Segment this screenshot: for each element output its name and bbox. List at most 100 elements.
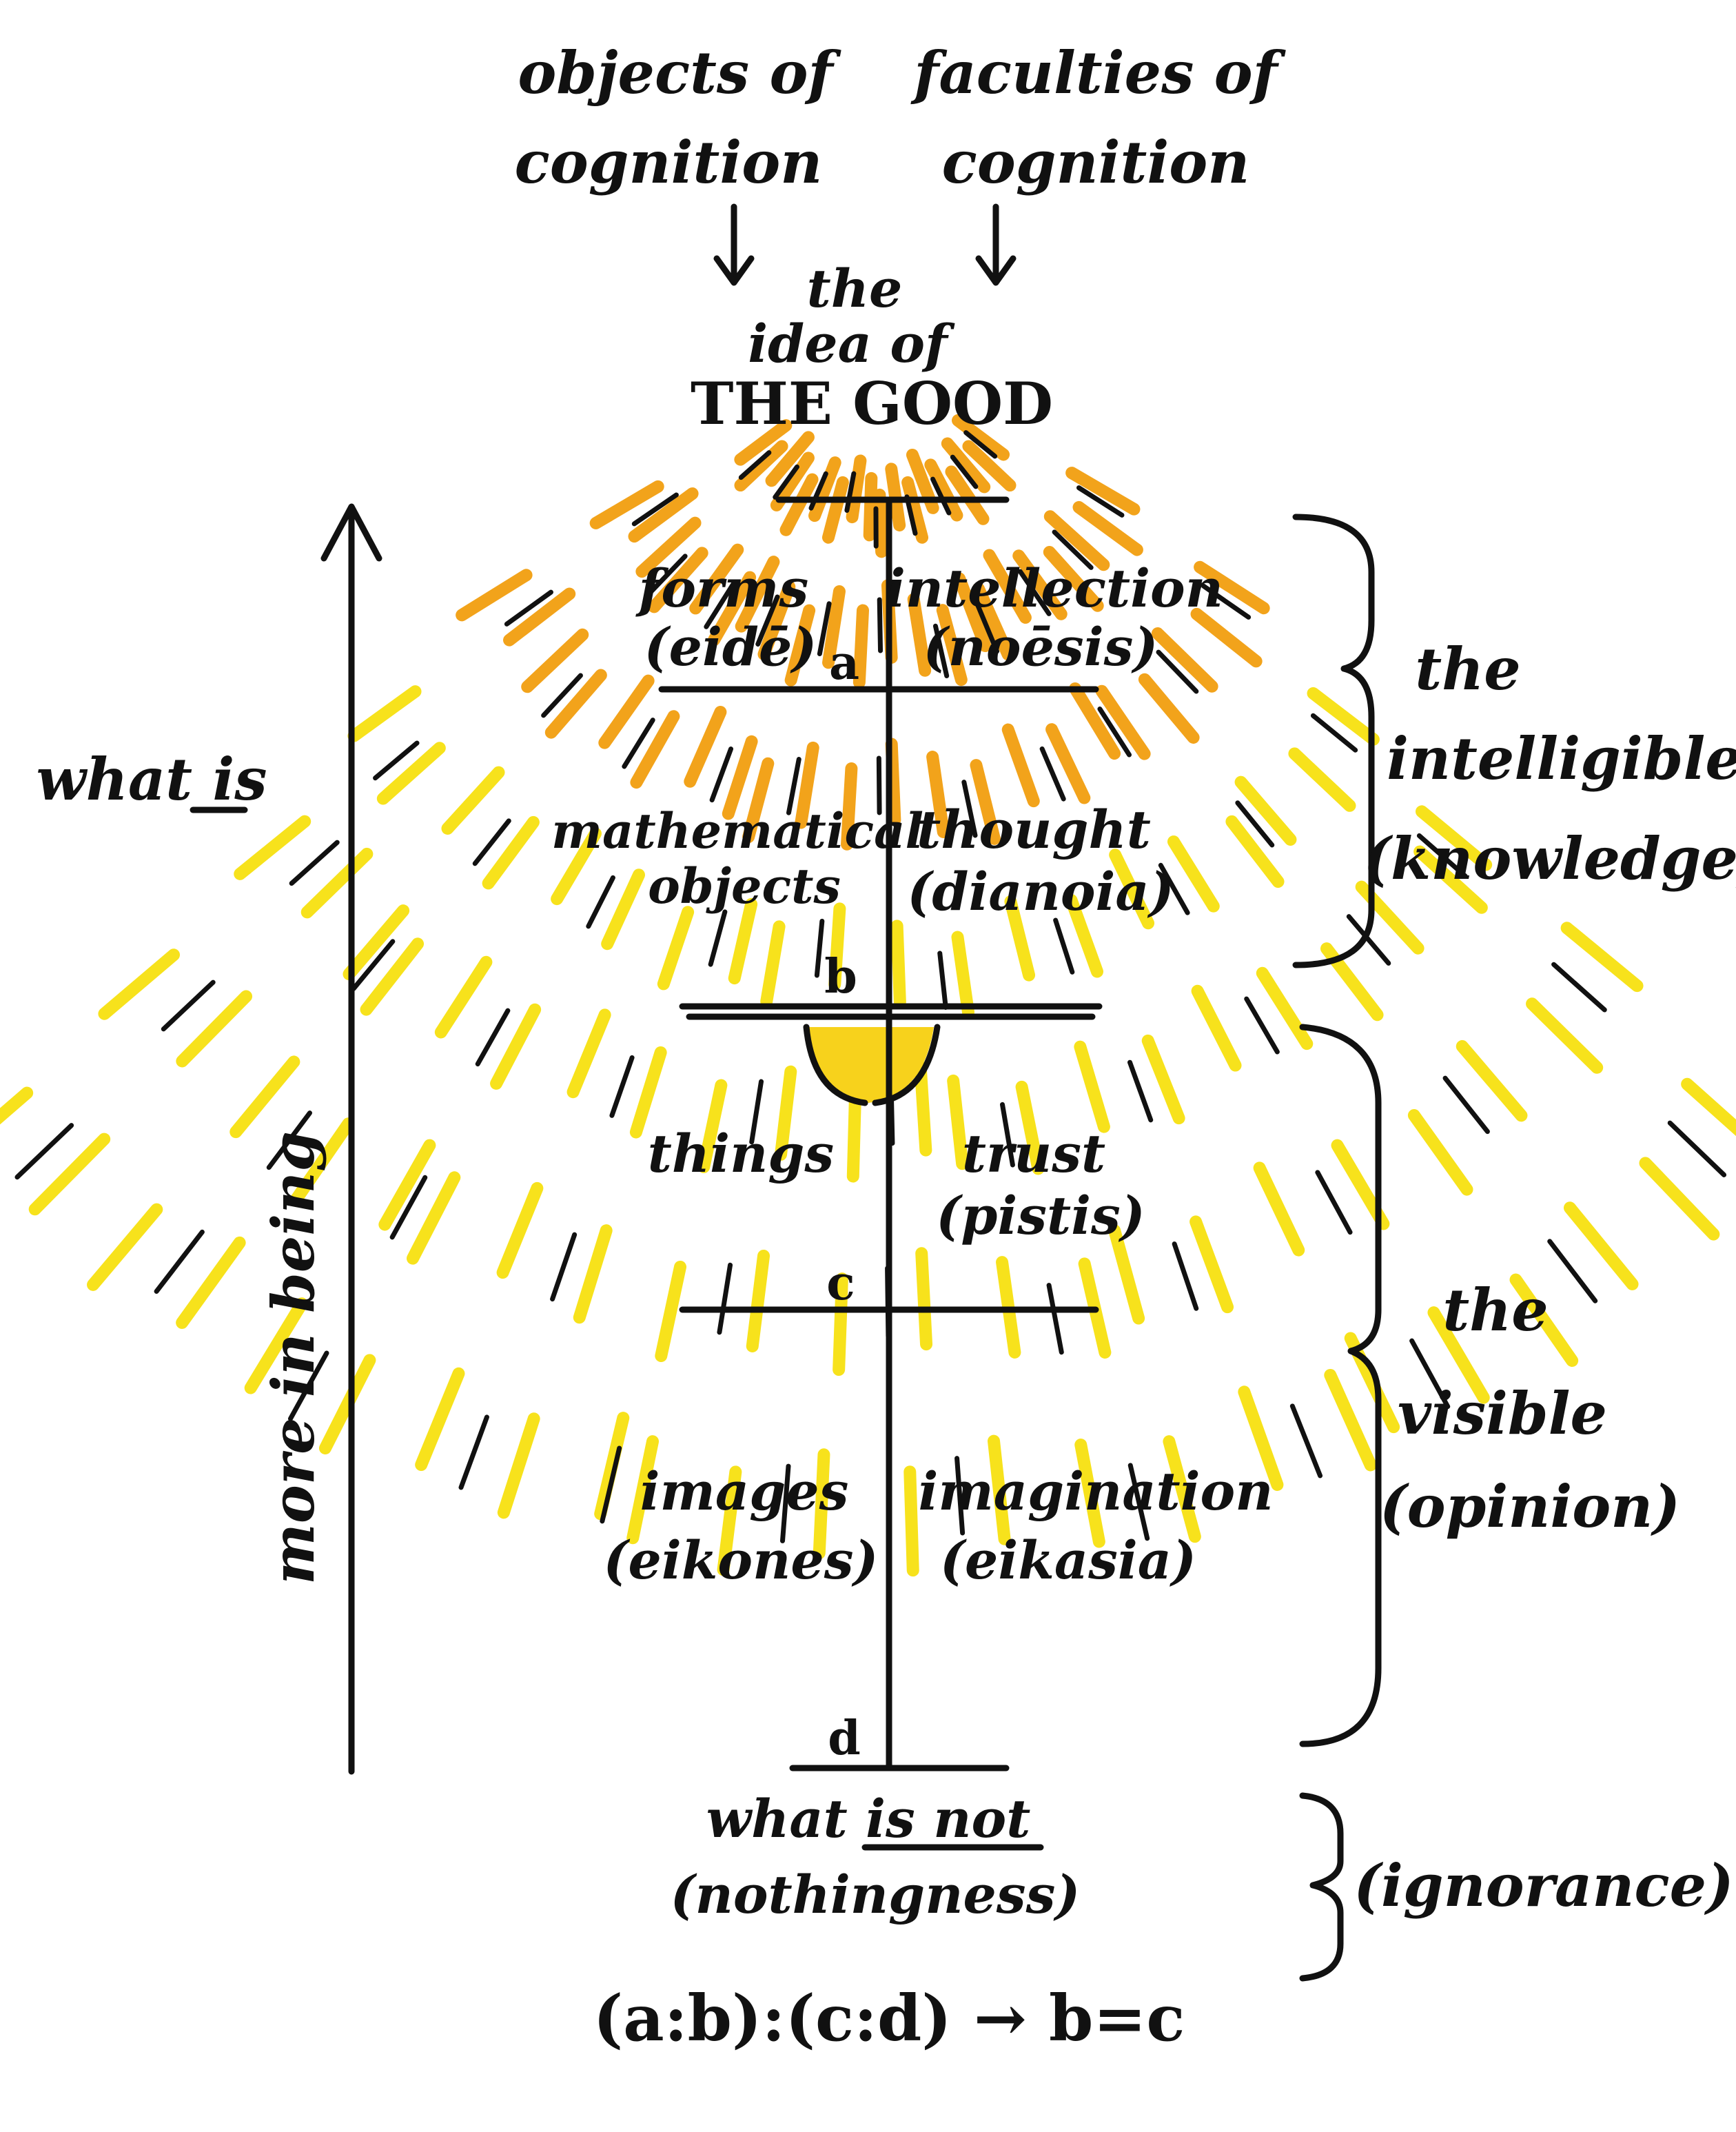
- light-ray: [447, 773, 498, 829]
- visible-line1: the: [1442, 1276, 1548, 1344]
- ink-ray: [1247, 999, 1278, 1052]
- light-ray: [1145, 680, 1194, 738]
- light-ray: [853, 1093, 855, 1177]
- faculty-label: thought: [917, 799, 1151, 860]
- ink-ray: [589, 877, 613, 926]
- ink-ray: [1445, 1078, 1487, 1131]
- ink-ray: [163, 982, 213, 1029]
- row-things: things trust (pistis) c: [648, 1123, 1145, 1311]
- light-ray: [1148, 1041, 1179, 1118]
- intelligible-line2: intelligible: [1387, 724, 1736, 793]
- what-is-not-line1: what is not: [706, 1788, 1031, 1849]
- ignorance-bracket: (ignorance): [1303, 1796, 1734, 1978]
- light-ray: [1008, 730, 1034, 802]
- light-ray: [1241, 782, 1291, 840]
- visible-bracket: the visible (opinion): [1303, 1027, 1680, 1744]
- light-ray: [600, 1418, 623, 1514]
- intelligible-line3: (knowledge): [1363, 824, 1736, 893]
- more-in-being-label: more in being: [259, 1131, 327, 1585]
- light-ray: [93, 1210, 156, 1285]
- row-images: images (eikones) imagination (eikasia) d: [604, 1461, 1274, 1766]
- faculty-sub: (eikasia): [940, 1530, 1196, 1591]
- faculties-header-line2: cognition: [942, 128, 1250, 196]
- good-line2: idea of: [748, 313, 955, 374]
- segment-letter-a: a: [829, 636, 859, 691]
- light-ray: [879, 495, 881, 551]
- intelligible-bracket: the intelligible (knowledge): [1296, 517, 1736, 965]
- faculties-header-line1: faculties of: [910, 39, 1286, 107]
- segment-letter-b: b: [824, 949, 857, 1004]
- light-ray: [753, 1256, 764, 1346]
- faculty-label: trust: [962, 1123, 1105, 1184]
- ink-ray: [711, 912, 725, 964]
- light-ray: [503, 1188, 538, 1272]
- light-ray: [664, 912, 688, 984]
- object-sub: (eidē): [644, 616, 817, 678]
- light-ray: [870, 478, 872, 535]
- light-ray: [504, 1419, 534, 1512]
- light-ray: [661, 1267, 680, 1356]
- light-ray: [441, 962, 487, 1033]
- ink-ray: [292, 842, 337, 883]
- ink-ray: [1554, 964, 1605, 1010]
- ink-ray: [1550, 1241, 1595, 1301]
- light-ray: [735, 904, 751, 978]
- good-line3: THE GOOD: [691, 369, 1053, 438]
- ink-ray: [1174, 1244, 1196, 1309]
- light-ray: [383, 748, 440, 798]
- light-ray: [354, 691, 415, 736]
- light-ray: [852, 460, 861, 517]
- ink-ray: [1130, 1062, 1150, 1120]
- proportion-formula: (a:b):(c:d) → b=c: [593, 1981, 1185, 2055]
- light-ray: [596, 487, 658, 523]
- row-mathematical: mathematical objects thought (dianoia) b: [551, 799, 1174, 1004]
- light-ray: [489, 822, 533, 884]
- light-ray: [1294, 753, 1349, 805]
- light-ray: [182, 996, 246, 1061]
- light-ray: [421, 1374, 458, 1465]
- light-ray: [1687, 1084, 1736, 1150]
- light-ray: [0, 1093, 27, 1158]
- light-ray: [1314, 693, 1374, 740]
- faculty-sub: (dianoia): [907, 861, 1174, 922]
- light-ray: [1330, 1375, 1370, 1465]
- ignorance-label: (ignorance): [1354, 1851, 1734, 1920]
- segment-letter-c: c: [826, 1256, 855, 1311]
- ink-ray: [817, 921, 821, 975]
- objects-header-line2: cognition: [515, 128, 823, 196]
- light-ray: [766, 926, 779, 1001]
- visible-line3: (opinion): [1380, 1472, 1680, 1541]
- row-forms: forms (eidē) intellection (noēsis) a: [635, 558, 1223, 691]
- light-ray: [236, 1062, 294, 1132]
- object-sub: objects: [648, 857, 841, 915]
- object-label: mathematical: [551, 802, 923, 860]
- segment-letter-d: d: [828, 1711, 861, 1766]
- light-ray: [182, 1243, 239, 1323]
- ink-ray: [17, 1126, 72, 1177]
- light-ray: [580, 1230, 606, 1317]
- light-ray: [1196, 1221, 1227, 1307]
- light-ray: [104, 955, 174, 1013]
- objects-header: objects of cognition: [515, 39, 842, 196]
- ink-ray: [461, 1417, 487, 1488]
- light-ray: [859, 611, 863, 682]
- faculty-label: intellection: [886, 558, 1223, 619]
- light-ray: [1567, 928, 1637, 986]
- ink-ray: [1049, 1286, 1061, 1352]
- light-ray: [462, 575, 526, 615]
- visible-line2: visible: [1398, 1379, 1607, 1448]
- objects-header-line1: objects of: [518, 39, 841, 107]
- ink-ray: [940, 953, 946, 1008]
- light-ray: [910, 1472, 912, 1570]
- being-axis: what is more in being: [36, 507, 379, 1771]
- what-is-not: what is not (nothingness): [671, 1788, 1081, 1925]
- light-ray: [921, 1253, 926, 1344]
- light-ray: [897, 926, 900, 1002]
- ink-ray: [156, 1232, 202, 1291]
- faculty-label: imagination: [919, 1461, 1274, 1522]
- ink-ray: [1056, 920, 1072, 972]
- faculties-header: faculties of cognition: [910, 39, 1286, 196]
- idea-of-the-good: the idea of THE GOOD: [691, 258, 1053, 438]
- object-label: images: [640, 1461, 849, 1522]
- light-ray: [636, 1053, 661, 1133]
